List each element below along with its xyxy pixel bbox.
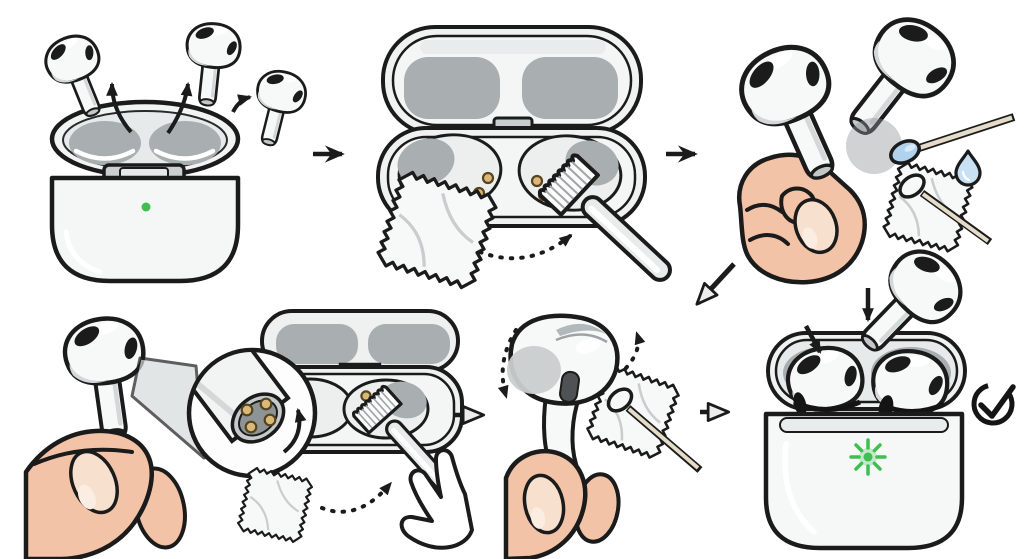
step-4-inspect-contacts xyxy=(23,309,474,559)
focus-ring xyxy=(846,118,902,174)
step-2-clean-case xyxy=(373,25,686,296)
case-body xyxy=(763,411,965,551)
lift-arrow-right xyxy=(166,81,193,135)
thumb-and-nail xyxy=(779,186,839,255)
insert-arrow-diagonal xyxy=(804,324,822,354)
step-6-return-and-charge xyxy=(763,238,1016,551)
earbud-back-icon xyxy=(507,313,620,471)
lid-recess-left xyxy=(404,57,500,119)
lift-arrow-small xyxy=(231,94,253,113)
stem-sensor xyxy=(559,370,580,403)
earbud-icon xyxy=(181,21,242,108)
step-3-damp-swab-wipe xyxy=(730,5,1016,285)
charging-case-open-front xyxy=(49,99,241,284)
dashed-motion-arrow xyxy=(478,234,573,261)
cotton-swab-icon xyxy=(606,387,703,473)
lift-arrow-left xyxy=(106,81,133,134)
hand-icon xyxy=(23,428,187,559)
step-1-remove-earbuds xyxy=(39,21,310,284)
charging-glow-icon xyxy=(849,438,887,476)
dashed-rotate-arrow-left xyxy=(497,328,518,399)
case-body xyxy=(49,175,241,284)
stem-contact-dots xyxy=(240,397,277,434)
lid-recess-right xyxy=(522,57,618,119)
hand-icon xyxy=(503,449,621,559)
dashed-motion-arrow xyxy=(320,481,392,514)
magnifier-circle xyxy=(186,347,318,479)
cotton-swab-dry-icon xyxy=(898,173,993,246)
case-status-led xyxy=(141,202,151,212)
water-droplet-icon xyxy=(954,149,982,187)
earbud-icon xyxy=(245,67,310,151)
connector-arrow-3-4 xyxy=(695,262,736,306)
cotton-swab-wet-icon xyxy=(889,113,1016,165)
dashed-rotate-arrow-right xyxy=(624,331,646,370)
rotate-arrow xyxy=(282,407,307,454)
magnifier-wedge xyxy=(130,356,206,460)
step-5-wipe-earbud xyxy=(497,313,703,559)
check-mark-badge-icon xyxy=(971,382,1016,426)
sketch-hand-icon xyxy=(399,448,474,550)
